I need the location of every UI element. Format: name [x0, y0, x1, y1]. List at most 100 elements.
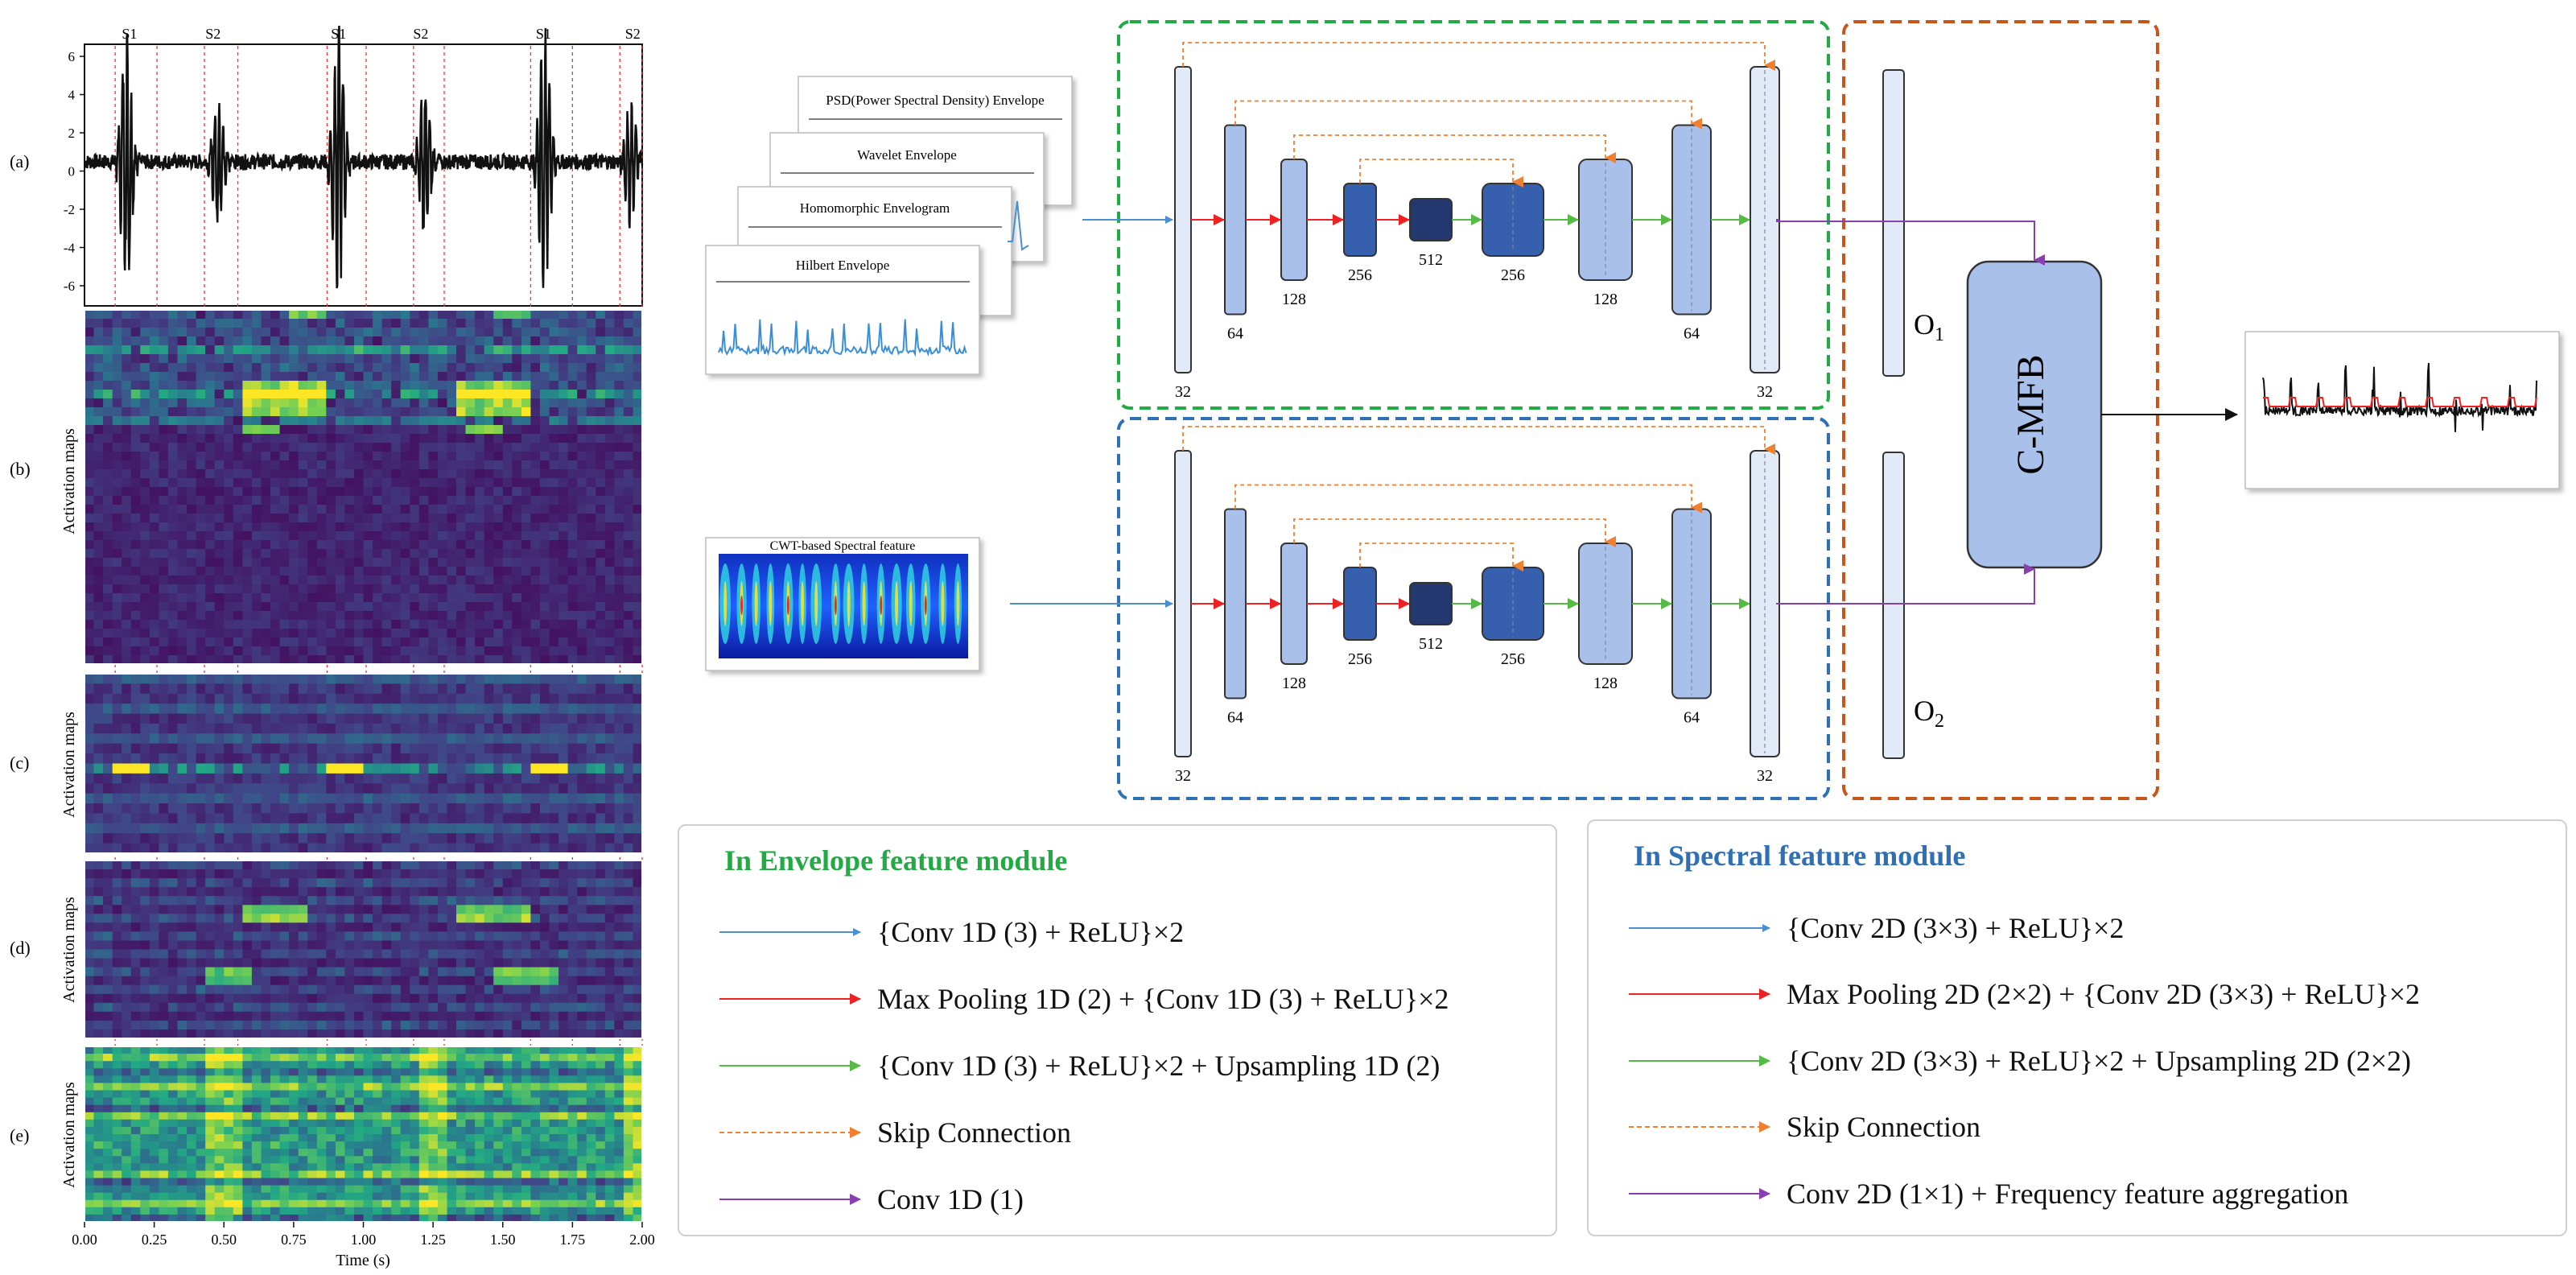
panel-label-d: (d): [10, 938, 31, 958]
waveform-frame: [84, 43, 643, 307]
legend2-maxpool-label: Max Pooling 2D (2×2) + {Conv 2D (3×3) + …: [1787, 978, 2421, 1010]
cwt-title: CWT-based Spectral feature: [770, 539, 916, 553]
legend2-maxpool: Max Pooling 2D (2×2) + {Conv 2D (3×3) + …: [1629, 974, 2514, 1014]
y-tick-label: 6: [68, 49, 76, 64]
envelope-module-frame: [1117, 20, 1830, 410]
unet-block: [1343, 183, 1377, 257]
panel-b: (b) Activation maps: [10, 309, 643, 665]
cmfb-label: C-MFB: [2009, 354, 2052, 474]
unet-block: [1174, 66, 1192, 373]
fusion-frame: [1842, 20, 2159, 800]
x-tick-label: 1.00: [351, 1232, 377, 1248]
sound-label: S2: [205, 26, 221, 42]
x-tick-label: 1.25: [420, 1232, 446, 1248]
channel-label: 32: [1175, 767, 1191, 785]
segmented-output-signal: [2262, 362, 2537, 432]
skip-connection: [1182, 426, 1775, 455]
channel-label: 128: [1593, 675, 1618, 692]
unet-block: [1343, 567, 1377, 641]
sound-label: S2: [413, 26, 428, 42]
legend-maxpool-label: Max Pooling 1D (2) + {Conv 1D (3) + ReLU…: [877, 983, 1449, 1015]
legend-conv: {Conv 1D (3) + ReLU}×2: [719, 912, 1605, 952]
x-tick-label: 1.50: [490, 1232, 516, 1248]
channel-label: 256: [1348, 266, 1372, 284]
xlabel: Time (s): [336, 1252, 390, 1269]
spectral-input: CWT-based Spectral feature: [705, 537, 980, 671]
y-tick-label: 2: [68, 126, 76, 141]
panel-label-a: (a): [10, 151, 29, 171]
unet-block: [1280, 159, 1308, 281]
output-card: [2244, 331, 2560, 489]
o1-output: [1882, 69, 1905, 377]
unet-block: [1280, 543, 1308, 665]
channel-label: 64: [1684, 325, 1700, 343]
panel-c: (c) Activation maps: [10, 673, 643, 854]
x-tick-label: 0.75: [281, 1232, 307, 1248]
legend-maxpool: Max Pooling 1D (2) + {Conv 1D (3) + ReLU…: [719, 979, 1605, 1019]
unet-block: [1224, 508, 1247, 699]
ylabel-d: Activation maps: [60, 897, 78, 1003]
sound-label: S1: [536, 26, 551, 42]
x-tick-label: 1.75: [560, 1232, 586, 1248]
channel-label: 128: [1593, 291, 1618, 308]
homomorphic-title: Homomorphic Envelogram: [800, 200, 950, 216]
legend-conv-label: {Conv 1D (3) + ReLU}×2: [877, 916, 1185, 948]
y-tick-label: -6: [64, 279, 75, 294]
legend2-conv-label: {Conv 2D (3×3) + ReLU}×2: [1787, 912, 2125, 944]
legend2-skip-label: Skip Connection: [1787, 1111, 1980, 1143]
sound-label: S1: [122, 26, 137, 42]
skip-connection: [1234, 100, 1702, 130]
activation-map-d: [84, 860, 643, 1039]
panel-label-e: (e): [10, 1125, 29, 1145]
panel-label-b: (b): [10, 459, 31, 479]
activation-map-b: [84, 309, 643, 665]
wavelet-envelope-title: Wavelet Envelope: [857, 147, 957, 163]
skip-connection: [1293, 518, 1616, 547]
legend-conv1-label: Conv 1D (1): [877, 1183, 1024, 1215]
spectral-module-frame: [1117, 417, 1830, 800]
legend-conv1: Conv 1D (1): [719, 1179, 1605, 1219]
skip-connection: [1293, 134, 1616, 163]
envelope-inputs: PSD(Power Spectral Density) Envelope Wav…: [705, 76, 1073, 375]
hilbert-envelope-title: Hilbert Envelope: [796, 258, 890, 273]
channel-label: 512: [1419, 251, 1443, 269]
ylabel-b: Activation maps: [60, 428, 78, 534]
o2-output: [1882, 452, 1905, 759]
spectral-legend-title: In Spectral feature module: [1634, 840, 1966, 872]
x-tick-label: 0.25: [142, 1232, 167, 1248]
activation-map-e: [84, 1046, 643, 1223]
psd-envelope-title: PSD(Power Spectral Density) Envelope: [826, 93, 1044, 108]
channel-label: 128: [1282, 291, 1306, 308]
y-tick-label: -2: [64, 202, 75, 217]
y-tick-label: 4: [68, 88, 76, 103]
legend-upsample-label: {Conv 1D (3) + ReLU}×2 + Upsampling 1D (…: [877, 1050, 1440, 1082]
x-tick-label: 2.00: [629, 1232, 655, 1248]
segmentation-overlay: [2263, 397, 2537, 407]
channel-label: 256: [1348, 650, 1372, 668]
channel-label: 64: [1684, 709, 1700, 727]
channel-label: 32: [1757, 767, 1773, 785]
o1-label: O1: [1914, 308, 1944, 345]
x-ticks: 0.00 0.25 0.50 0.75 1.00 1.25 1.50 1.75 2.00: [72, 1222, 655, 1248]
channel-label: 256: [1501, 266, 1525, 284]
x-tick-label: 0.00: [72, 1232, 97, 1248]
legend2-upsample-label: {Conv 2D (3×3) + ReLU}×2 + Upsampling 2D…: [1787, 1045, 2412, 1077]
sound-label: S2: [625, 26, 641, 42]
legend-skip-label: Skip Connection: [877, 1116, 1071, 1149]
y-tick-label: 0: [68, 164, 76, 179]
legend-skip: Skip Connection: [719, 1112, 1605, 1153]
x-tick-label: 0.50: [212, 1232, 237, 1248]
unet-block: [1174, 450, 1192, 757]
panel-d: (d) Activation maps: [10, 860, 643, 1039]
ylabel-c: Activation maps: [60, 712, 78, 818]
ylabel-e: Activation maps: [60, 1082, 78, 1188]
spectral-legend: In Spectral feature module {Conv 2D (3×3…: [1587, 819, 2567, 1236]
unet-block: [1409, 582, 1453, 625]
channel-label: 128: [1282, 675, 1306, 692]
unet-block: [1224, 124, 1247, 316]
legend-upsample: {Conv 1D (3) + ReLU}×2 + Upsampling 1D (…: [719, 1046, 1605, 1086]
pcg-waveform: [83, 25, 644, 289]
